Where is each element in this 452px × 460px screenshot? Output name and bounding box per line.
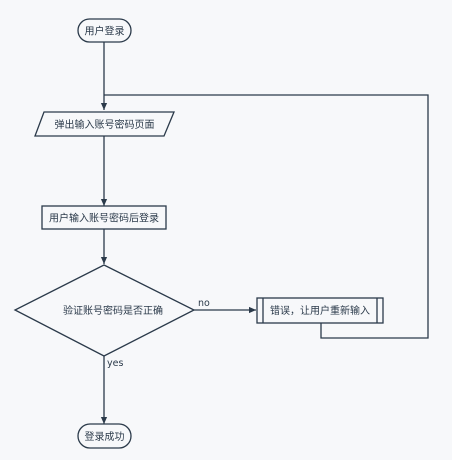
end-node-label: 登录成功 <box>85 430 125 443</box>
error-node <box>256 297 384 324</box>
verify-node-label: 验证账号密码是否正确 <box>63 304 163 317</box>
error-node-label: 错误，让用户重新输入 <box>270 304 370 317</box>
popup-node <box>34 111 175 137</box>
verify-node <box>13 264 196 357</box>
end-node <box>77 423 132 449</box>
input-node-label: 用户输入账号密码后登录 <box>49 212 159 225</box>
edge-label-no: no <box>198 298 210 309</box>
input-node <box>41 205 167 230</box>
edge-error-loop-back <box>104 94 429 339</box>
start-node <box>77 18 132 43</box>
popup-node-label: 弹出输入账号密码页面 <box>55 118 155 131</box>
edge-label-yes: yes <box>107 358 123 369</box>
start-node-label: 用户登录 <box>85 25 125 38</box>
